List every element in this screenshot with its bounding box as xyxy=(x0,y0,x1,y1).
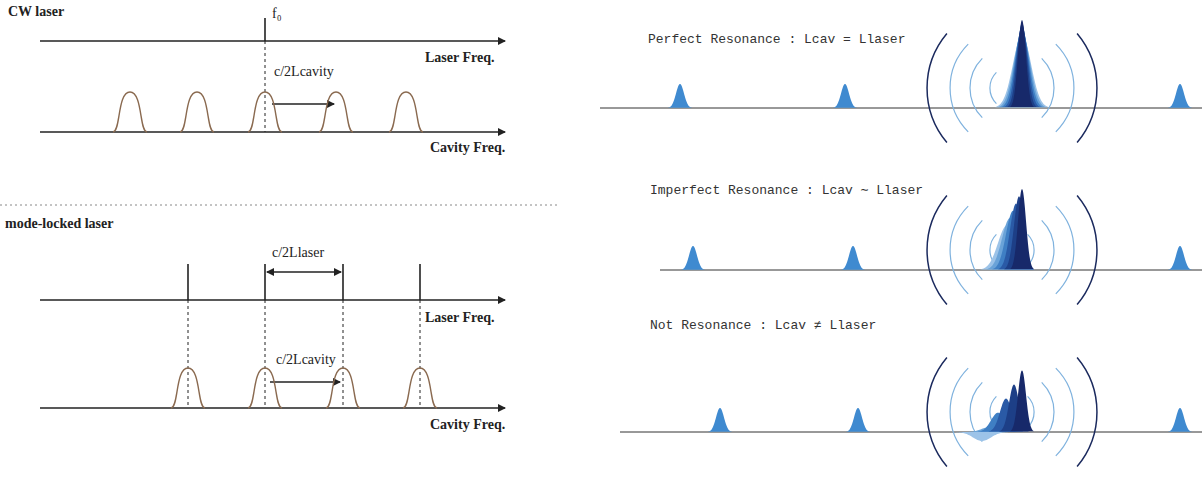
cavity-mode xyxy=(326,368,360,408)
pulse xyxy=(841,246,865,270)
axis-label: c/2Lcavity xyxy=(274,64,334,80)
arc-left xyxy=(970,58,982,117)
cavity-mode xyxy=(171,368,205,408)
guide-line xyxy=(420,300,421,408)
arc-right xyxy=(1042,382,1054,441)
arc-left xyxy=(927,357,947,466)
pulse xyxy=(1010,370,1034,431)
guide-line xyxy=(188,300,189,408)
arc-right xyxy=(1077,357,1097,466)
pulse xyxy=(1168,408,1192,432)
guide-line xyxy=(343,300,344,408)
row-title: Perfect Resonance : Lcav = Llaser xyxy=(648,32,905,47)
cavity-mode xyxy=(113,92,147,132)
arc-left xyxy=(950,44,968,132)
arc-left xyxy=(927,195,947,304)
pulse xyxy=(1010,189,1034,269)
laser-mode xyxy=(342,264,344,300)
axis-label: Laser Freq. xyxy=(425,50,494,66)
arc-left xyxy=(950,368,968,456)
guide-line xyxy=(265,300,266,408)
axis-label: mode-locked laser xyxy=(5,216,113,232)
arc-right xyxy=(1056,44,1074,132)
spectrum-sketch xyxy=(0,18,560,408)
pulse xyxy=(1168,246,1192,270)
cavity-mode xyxy=(319,92,353,132)
arc-right xyxy=(1042,58,1054,117)
pulse xyxy=(1010,20,1034,107)
cavity-mode xyxy=(180,92,214,132)
laser-mode xyxy=(419,264,421,300)
axis-label: f₀ xyxy=(272,6,282,22)
axis-label: c/2Llaser xyxy=(272,245,324,261)
arc-left xyxy=(927,33,947,142)
axis-label: Cavity Freq. xyxy=(430,417,505,433)
arc-right xyxy=(1042,220,1054,279)
pulse xyxy=(668,84,692,108)
arc-right xyxy=(1056,368,1074,456)
arc-left xyxy=(970,220,982,279)
arc-left xyxy=(990,72,996,103)
row-title: Not Resonance : Lcav ≠ Llaser xyxy=(650,318,876,333)
axis-label: Laser Freq. xyxy=(425,310,494,326)
arc-left xyxy=(950,206,968,294)
laser-mode xyxy=(264,264,266,300)
cavity-mode xyxy=(403,368,437,408)
arc-right xyxy=(1056,206,1074,294)
pulse xyxy=(955,432,1009,441)
row-title: Imperfect Resonance : Lcav ∼ Llaser xyxy=(650,182,923,198)
pulse xyxy=(708,408,732,432)
axis-label: CW laser xyxy=(8,4,64,20)
arc-right xyxy=(1077,195,1097,304)
pulse xyxy=(1168,84,1192,108)
cavity-mode xyxy=(248,92,282,132)
cavity-mode xyxy=(248,368,282,408)
axis-label: Cavity Freq. xyxy=(430,140,505,156)
pulse xyxy=(833,84,857,108)
pulse xyxy=(681,246,705,270)
axis-label: c/2Lcavity xyxy=(276,352,336,368)
laser-mode xyxy=(187,264,189,300)
cavity-mode xyxy=(389,92,423,132)
pulse xyxy=(846,408,870,432)
resonance-sketch xyxy=(600,108,1202,432)
arc-right xyxy=(1077,33,1097,142)
